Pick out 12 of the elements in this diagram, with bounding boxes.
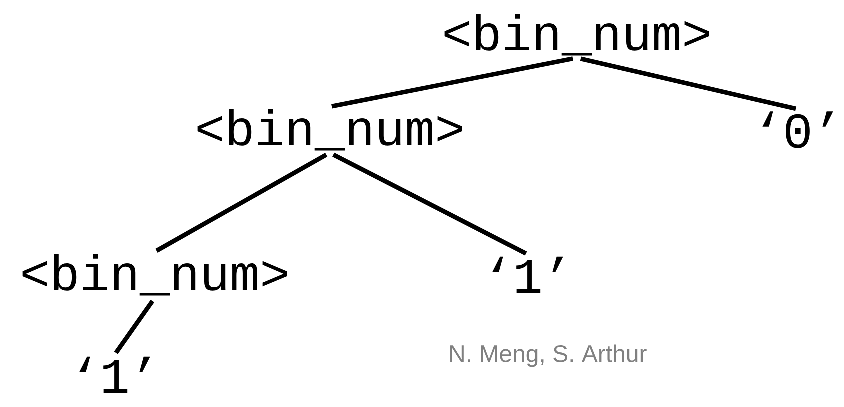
tree-node-label: <bin_num>: [198, 109, 462, 151]
tree-branch: [156, 153, 328, 253]
footer-text: N. Meng, S. Arthur: [450, 344, 647, 368]
tree-node-label: ‘0’: [762, 112, 834, 148]
tree-node-label: <bin_num>: [22, 254, 288, 296]
tree-node-label: ‘1’: [492, 256, 564, 294]
tree-branch: [332, 56, 574, 109]
tree-node-label: ‘1’: [80, 356, 150, 394]
tree-node-label: <bin_num>: [444, 14, 710, 56]
tree-branch: [580, 56, 797, 112]
tree-branch: [332, 152, 528, 256]
tree-branch: [114, 300, 155, 354]
